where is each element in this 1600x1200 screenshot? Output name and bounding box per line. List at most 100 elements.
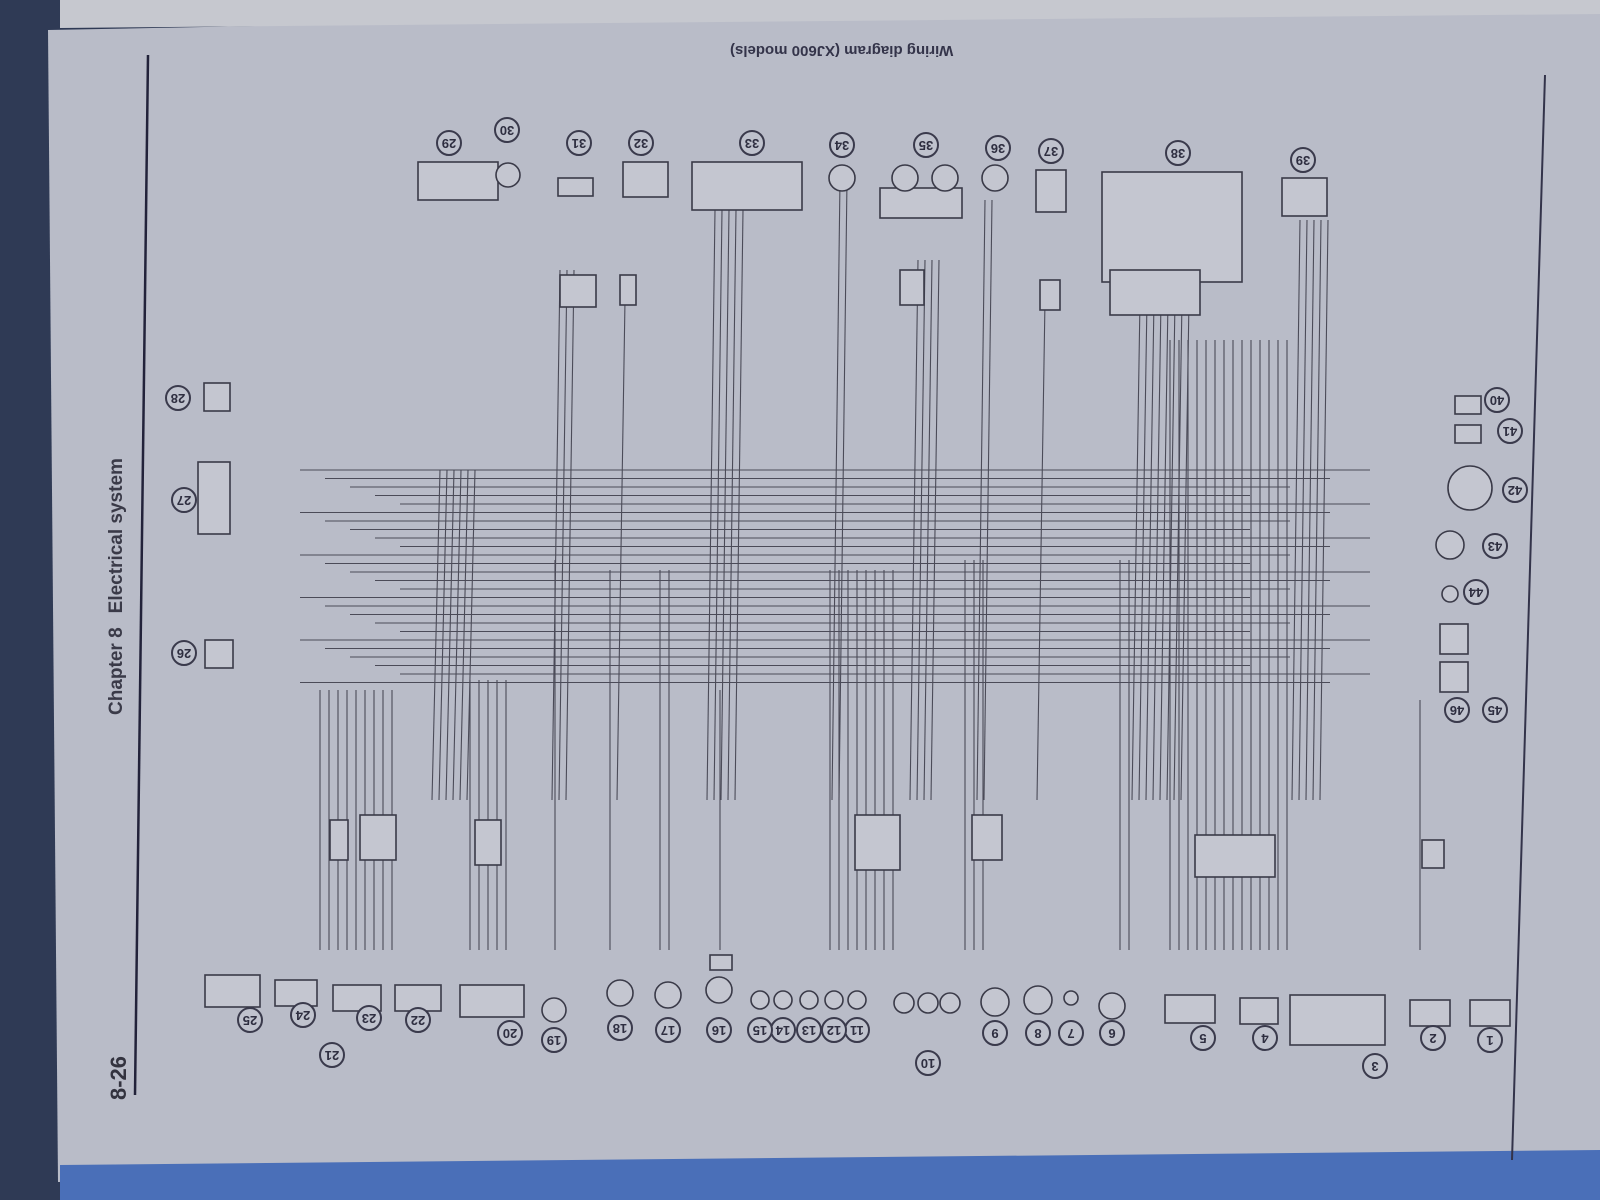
components <box>197 161 1511 1046</box>
connector-block <box>1239 997 1279 1025</box>
diagram-title: Wiring diagram (XJ600 models) <box>730 42 954 59</box>
lamp-icon <box>1063 990 1079 1006</box>
component-callout-29: 29 <box>436 130 462 156</box>
component-37 <box>1035 169 1067 213</box>
connector-block <box>204 974 261 1008</box>
component-callout-34: 34 <box>829 132 855 158</box>
connector <box>329 819 349 861</box>
lamp-icon <box>1098 992 1126 1020</box>
component-callout-39: 39 <box>1290 147 1316 173</box>
wire <box>916 259 926 801</box>
component-callout-6: 6 <box>1099 1020 1125 1046</box>
component-35 <box>879 187 963 219</box>
page-sheet <box>48 0 1600 1182</box>
page-number: 8-26 <box>106 1055 131 1100</box>
lamp-icon <box>750 990 770 1010</box>
component-callout-20: 20 <box>497 1020 523 1046</box>
bulb-icon <box>828 164 856 192</box>
wiring-lines <box>300 179 1421 950</box>
component-29 <box>417 161 499 201</box>
component-callout-17: 17 <box>655 1017 681 1043</box>
lamp-icon <box>773 990 793 1010</box>
connector <box>899 269 925 306</box>
lamp-icon <box>917 992 939 1014</box>
component-31 <box>557 177 594 197</box>
bulb-icon <box>981 164 1009 192</box>
component-callout-32: 32 <box>628 130 654 156</box>
component-callout-28: 28 <box>165 385 191 411</box>
component-26 <box>204 639 234 669</box>
component-callout-30: 30 <box>494 117 520 143</box>
component-27 <box>197 461 231 535</box>
lamp-icon <box>824 990 844 1010</box>
wire <box>727 209 737 801</box>
connector-block <box>459 984 525 1018</box>
component-callout-2: 2 <box>1420 1025 1446 1051</box>
motor-icon <box>495 162 521 188</box>
chapter-label: Chapter 8 <box>106 627 127 715</box>
component-callout-22: 22 <box>405 1007 431 1033</box>
connector <box>854 814 901 871</box>
lamp-icon <box>980 987 1010 1017</box>
component-callout-16: 16 <box>706 1017 732 1043</box>
component-callout-21: 21 <box>319 1042 345 1068</box>
connector <box>474 819 502 866</box>
component-callout-4: 4 <box>1252 1025 1278 1051</box>
component-39 <box>1281 177 1328 217</box>
lamp-icon <box>541 997 567 1023</box>
connector <box>971 814 1003 861</box>
wire <box>1305 219 1315 801</box>
component-callout-40: 40 <box>1484 387 1510 413</box>
component-callout-23: 23 <box>356 1005 382 1031</box>
component-callout-3: 3 <box>1362 1053 1388 1079</box>
wire <box>734 209 744 801</box>
component-callout-45: 45 <box>1482 697 1508 723</box>
wire <box>466 469 476 801</box>
wire <box>1173 299 1183 801</box>
wire <box>1159 299 1169 801</box>
wire <box>1166 299 1176 801</box>
wire <box>713 209 723 801</box>
component-45 <box>1439 623 1469 655</box>
component-callout-25: 25 <box>237 1007 263 1033</box>
connector <box>1039 279 1061 311</box>
component-callout-18: 18 <box>607 1015 633 1041</box>
wire <box>930 259 940 801</box>
component-33 <box>691 161 803 211</box>
connector <box>1109 269 1201 316</box>
section-label: Electrical system <box>106 458 127 614</box>
wire <box>459 469 469 801</box>
component-44 <box>1441 585 1459 603</box>
component-43 <box>1435 530 1465 560</box>
component-callout-13: 13 <box>796 1017 822 1043</box>
wire <box>1319 219 1329 801</box>
lamp-icon <box>799 990 819 1010</box>
component-callout-24: 24 <box>290 1002 316 1028</box>
component-callout-9: 9 <box>982 1020 1008 1046</box>
connector-block <box>394 984 442 1012</box>
component-callout-8: 8 <box>1025 1020 1051 1046</box>
component-callout-43: 43 <box>1482 533 1508 559</box>
wire <box>1131 299 1141 801</box>
connector-block <box>1289 994 1386 1046</box>
component-callout-12: 12 <box>821 1017 847 1043</box>
component-callout-5: 5 <box>1190 1025 1216 1051</box>
lamp-icon <box>654 981 682 1009</box>
wire <box>923 259 933 801</box>
component-callout-14: 14 <box>770 1017 796 1043</box>
component-callout-10: 10 <box>915 1050 941 1076</box>
wire <box>445 469 455 801</box>
connector <box>619 274 637 306</box>
wire <box>616 299 626 801</box>
wire <box>976 199 986 801</box>
component-28 <box>203 382 231 412</box>
bulb-icon <box>891 164 919 192</box>
component-38 <box>1101 171 1243 283</box>
wire <box>720 209 730 801</box>
wire <box>1291 219 1301 801</box>
lamp-icon <box>705 976 733 1004</box>
component-callout-37: 37 <box>1038 138 1064 164</box>
connector <box>359 814 397 861</box>
component-callout-44: 44 <box>1463 579 1489 605</box>
